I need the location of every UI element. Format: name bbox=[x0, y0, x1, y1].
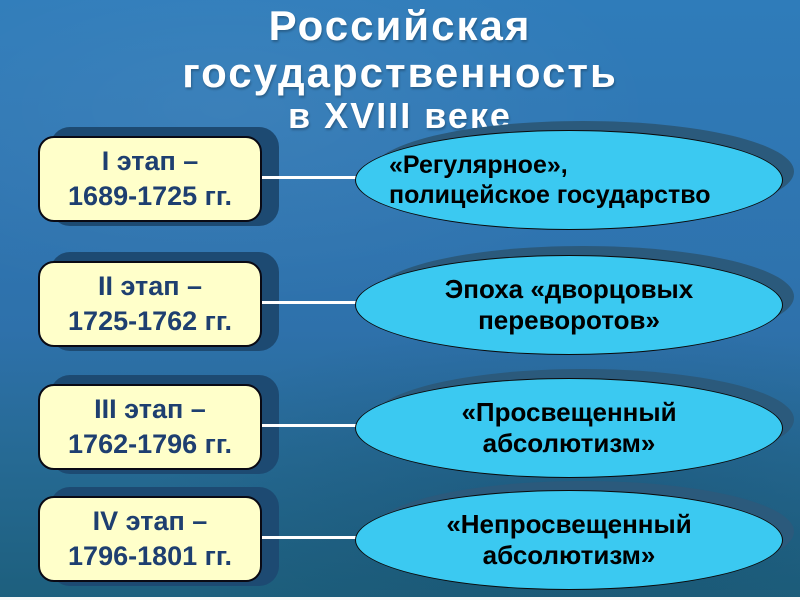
stage-years-2: 1725-1762 гг. bbox=[68, 306, 232, 336]
timeline-row-4: IV этап – 1796-1801 гг. «Непросвещенный … bbox=[0, 481, 800, 590]
connector-line-1 bbox=[252, 176, 368, 179]
timeline-row-1: I этап – 1689-1725 гг. «Регулярное», пол… bbox=[0, 121, 800, 230]
description-line: абсолютизм» bbox=[482, 540, 656, 570]
description-line: «Просвещенный bbox=[461, 396, 677, 427]
stage-box-4: IV этап – 1796-1801 гг. bbox=[38, 496, 262, 582]
connector-line-2 bbox=[252, 301, 368, 304]
description-line: Эпоха «дворцовых bbox=[444, 273, 694, 304]
description-ellipse-1: «Регулярное», полицейское государство bbox=[355, 130, 783, 230]
description-ellipse-3: «Просвещенный абсолютизм» bbox=[355, 378, 783, 478]
description-line: абсолютизм» bbox=[482, 428, 656, 458]
description-ellipse-4: «Непросвещенный абсолютизм» bbox=[355, 490, 783, 590]
stage-label-4: IV этап – bbox=[92, 505, 208, 536]
description-line: «Регулярное», bbox=[389, 151, 568, 179]
title-line-1: Российская bbox=[268, 2, 532, 49]
stage-box-1: I этап – 1689-1725 гг. bbox=[38, 136, 262, 222]
title-line-2: государственность bbox=[182, 49, 618, 97]
description-line: «Непросвещенный bbox=[446, 508, 692, 539]
slide-title: Российская государственность в XVIII век… bbox=[0, 2, 800, 136]
timeline-row-3: III этап – 1762-1796 гг. «Просвещенный а… bbox=[0, 369, 800, 478]
stage-box-3: III этап – 1762-1796 гг. bbox=[38, 384, 262, 470]
timeline-row-2: II этап – 1725-1762 гг. Эпоха «дворцовых… bbox=[0, 246, 800, 355]
stage-years-1: 1689-1725 гг. bbox=[68, 181, 232, 211]
stage-label-3: III этап – bbox=[94, 393, 206, 424]
description-line: переворотов» bbox=[478, 305, 660, 335]
stage-label-1: I этап – bbox=[101, 145, 199, 176]
stage-label-2: II этап – bbox=[97, 270, 203, 301]
stage-box-2: II этап – 1725-1762 гг. bbox=[38, 261, 262, 347]
connector-line-3 bbox=[252, 424, 368, 427]
connector-line-4 bbox=[252, 536, 368, 539]
description-line: полицейское государство bbox=[389, 181, 711, 209]
stage-years-4: 1796-1801 гг. bbox=[68, 541, 232, 571]
stage-years-3: 1762-1796 гг. bbox=[68, 429, 232, 459]
slide-bottom-border bbox=[0, 597, 800, 600]
description-ellipse-2: Эпоха «дворцовых переворотов» bbox=[355, 255, 783, 355]
